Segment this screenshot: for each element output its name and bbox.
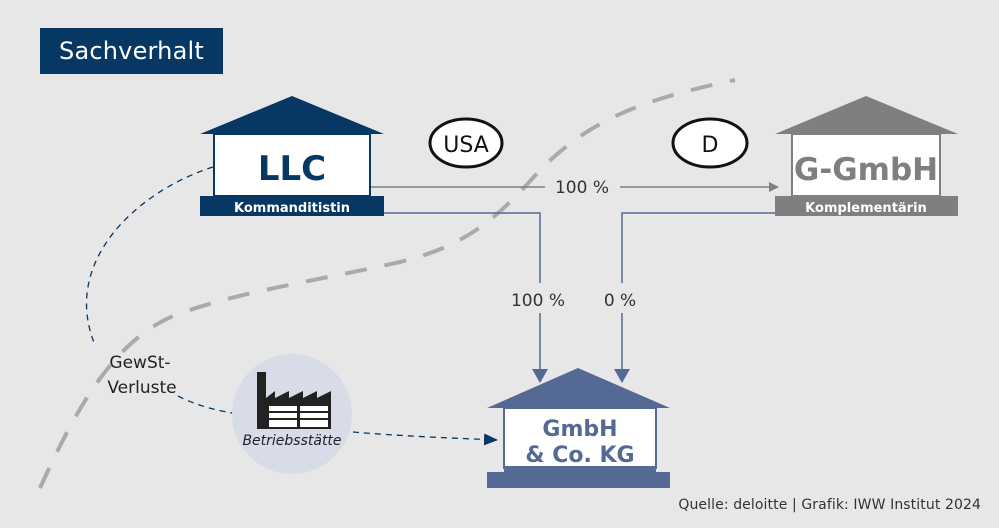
llc-roof — [200, 96, 384, 134]
llc-to-g-gmbh-share: 100 % — [555, 178, 609, 198]
betriebsstaette-label: Betriebsstätte — [242, 433, 341, 449]
kg-roof — [487, 368, 670, 408]
g-gmbh-to-kg-line — [621, 212, 792, 283]
kg-base-link — [504, 466, 656, 474]
diagram-title: Sachverhalt — [40, 28, 223, 74]
betriebsstaette: Betriebsstätte — [232, 354, 352, 474]
llc-role: Kommanditistin — [234, 201, 350, 216]
factory-icon — [257, 372, 331, 429]
llc-to-kg-share: 100 % — [511, 291, 565, 311]
gewst-label-line1: GewSt- — [109, 353, 170, 373]
country-germany-label: D — [702, 133, 719, 158]
gewst-to-betriebsstaette-dashed-line — [177, 395, 233, 414]
g-gmbh-name: G-GmbH — [794, 152, 938, 188]
kg-body — [503, 407, 657, 469]
country-germany: D — [671, 117, 749, 169]
g-gmbh-to-kg-share: 0 % — [604, 291, 636, 311]
betriebsstaette-to-kg-dashed-line — [352, 431, 498, 446]
kg-entity: GmbH & Co. KG — [487, 368, 670, 488]
country-border-line — [38, 78, 736, 489]
country-germany-ellipse — [671, 117, 749, 169]
country-usa-label: USA — [443, 133, 489, 158]
kg-name-line2: & Co. KG — [525, 443, 634, 468]
kg-base — [487, 472, 670, 488]
g-gmbh-base — [775, 196, 958, 216]
llc-base — [200, 196, 384, 216]
g-gmbh-body — [791, 133, 941, 197]
g-gmbh-roof — [775, 96, 958, 134]
kg-name-line1: GmbH — [542, 417, 617, 442]
gewst-label-line2: Verluste — [107, 378, 176, 398]
llc-entity: LLC Kommanditistin — [200, 96, 384, 216]
llc-to-gewst-dashed-line — [85, 166, 214, 346]
llc-name: LLC — [258, 149, 326, 189]
g-gmbh-entity: G-GmbH Komplementärin — [775, 96, 958, 216]
country-usa: USA — [428, 117, 504, 169]
llc-body — [213, 133, 371, 197]
g-gmbh-role: Komplementärin — [805, 201, 927, 216]
llc-to-kg-line — [370, 212, 541, 283]
country-usa-ellipse — [428, 117, 504, 169]
source-credit: Quelle: deloitte | Grafik: IWW Institut … — [678, 497, 981, 513]
